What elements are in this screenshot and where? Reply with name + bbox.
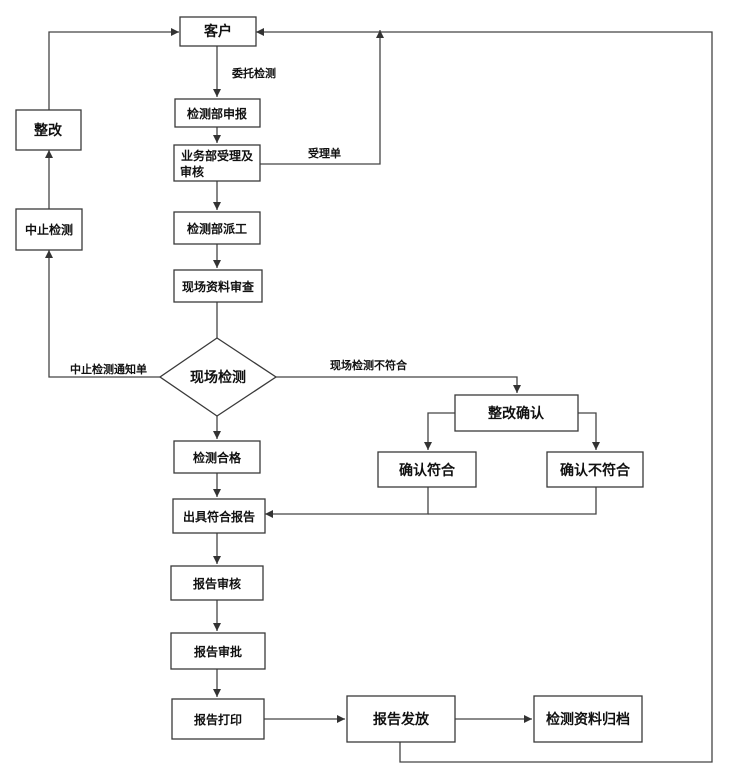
edge-accept-receipt <box>260 30 384 165</box>
node-dispatch: 检测部派工 <box>173 211 261 245</box>
edge-release-client <box>256 28 713 763</box>
edge-onsite-suspend <box>45 250 160 378</box>
node-accept-label-line2: 审核 <box>180 164 204 179</box>
node-qualified-label: 检测合格 <box>193 450 242 465</box>
edge-fail-join <box>428 487 597 515</box>
node-client-label: 客户 <box>203 23 232 40</box>
node-onsite-label: 现场检测 <box>190 369 246 386</box>
edge-confirm-split-right <box>578 412 600 450</box>
label-receipt: 受理单 <box>308 146 341 160</box>
node-client: 客户 <box>179 16 257 47</box>
node-rectify: 整改 <box>15 109 82 151</box>
node-rectify-confirm-label: 整改确认 <box>487 405 545 422</box>
node-suspend: 中止检测 <box>15 208 83 251</box>
node-report-release-label: 报告发放 <box>373 711 430 728</box>
node-confirm-ok-label: 确认符合 <box>399 462 456 479</box>
node-rectify-confirm: 整改确认 <box>454 394 579 432</box>
edge-confirm-split-left <box>424 412 455 450</box>
node-confirm-fail: 确认不符合 <box>546 451 644 488</box>
edge-labels: 委托检测 受理单 现场检测不符合 中止检测通知单 <box>70 66 408 376</box>
label-not-conform: 现场检测不符合 <box>330 358 408 372</box>
node-report-review: 报告审核 <box>170 565 264 601</box>
edges <box>45 28 713 763</box>
node-onsite: 现场检测 <box>158 337 278 417</box>
node-issue-report-label: 出具符合报告 <box>183 509 255 524</box>
node-archive-label: 检测资料归档 <box>546 711 630 728</box>
label-entrust: 委托检测 <box>231 66 276 80</box>
node-dispatch-label: 检测部派工 <box>187 221 247 236</box>
edge-rectify-client <box>48 28 179 110</box>
label-suspend-notice: 中止检测通知单 <box>70 362 147 376</box>
node-issue-report: 出具符合报告 <box>172 498 266 534</box>
edge-ok-to-issue <box>265 487 429 518</box>
node-report-print-label: 报告打印 <box>194 712 242 727</box>
node-confirm-fail-label: 确认不符合 <box>560 462 631 479</box>
node-accept-label-line1: 业务部受理及 <box>181 148 254 163</box>
node-confirm-ok: 确认符合 <box>377 451 477 488</box>
node-report-approve: 报告审批 <box>170 632 266 670</box>
node-declare-label: 检测部申报 <box>187 106 247 121</box>
node-report-approve-label: 报告审批 <box>194 644 242 659</box>
node-suspend-label: 中止检测 <box>25 222 73 237</box>
node-review-docs: 现场资料审查 <box>173 269 263 303</box>
edge-onsite-nonconform <box>276 376 521 393</box>
node-declare: 检测部申报 <box>174 98 261 128</box>
node-review-docs-label: 现场资料审查 <box>182 279 255 294</box>
node-qualified: 检测合格 <box>173 440 261 474</box>
node-archive: 检测资料归档 <box>533 695 643 743</box>
node-report-print: 报告打印 <box>171 698 265 740</box>
node-report-release: 报告发放 <box>346 695 456 743</box>
node-rectify-label: 整改 <box>33 122 63 139</box>
node-accept: 业务部受理及 审核 <box>173 144 261 182</box>
node-report-review-label: 报告审核 <box>193 576 241 591</box>
